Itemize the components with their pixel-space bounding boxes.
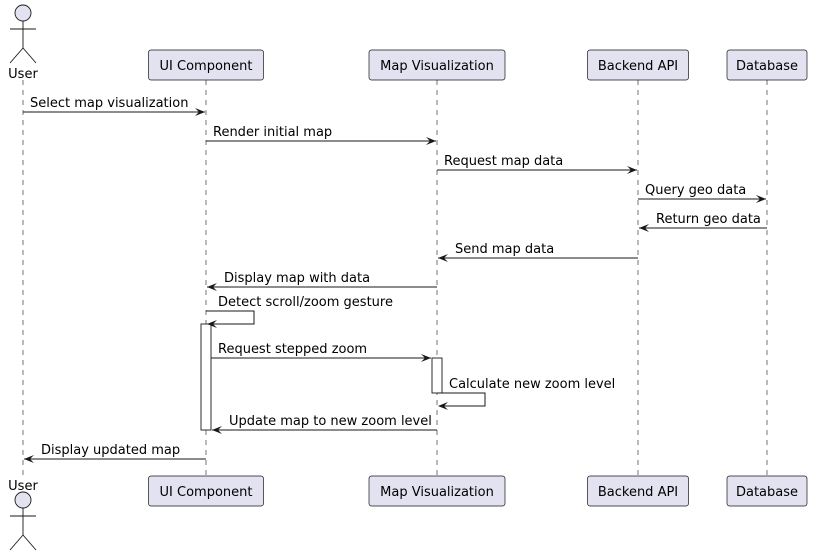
actor-top-user: User (8, 4, 38, 82)
participant-top-map: Map Visualization (368, 49, 506, 81)
message-9: Request stepped zoom (211, 342, 431, 362)
participant-box (148, 49, 264, 81)
message-label: Update map to new zoom level (229, 414, 432, 429)
message-label: Request stepped zoom (218, 342, 367, 357)
message-1: Select map visualization (23, 96, 205, 116)
message-6: Send map data (438, 242, 638, 262)
participant-top-ui: UI Component (148, 49, 264, 81)
participant-box (368, 49, 506, 81)
message-line (437, 392, 486, 407)
actor-bottom-user: User (8, 479, 38, 551)
participant-box (726, 475, 808, 507)
participant-label: Map Visualization (380, 59, 494, 74)
message-line (206, 310, 255, 325)
message-4: Query geo data (638, 183, 766, 203)
arrowhead (756, 195, 766, 203)
arrowhead (212, 426, 222, 434)
actor-head (14, 4, 32, 22)
message-5: Return geo data (639, 212, 767, 232)
participant-bottom-api: Backend API (587, 475, 689, 507)
participant-label: UI Component (160, 485, 253, 500)
participant-bottom-db: Database (726, 475, 808, 507)
participant-box (148, 475, 264, 507)
actor-label: User (8, 67, 38, 82)
participant-label: Database (736, 485, 798, 500)
message-11: Update map to new zoom level (212, 414, 437, 434)
participant-label: UI Component (160, 59, 253, 74)
arrowhead (207, 283, 217, 291)
message-label: Return geo data (656, 212, 761, 227)
message-label: Query geo data (645, 183, 746, 198)
participant-top-api: Backend API (587, 49, 689, 81)
actor-head (14, 491, 32, 509)
arrowhead (438, 254, 448, 262)
message-3: Request map data (437, 154, 637, 174)
message-label: Display updated map (41, 443, 180, 458)
actor-leg-left (9, 47, 24, 64)
participant-bottom-map: Map Visualization (368, 475, 506, 507)
arrowhead (195, 108, 205, 116)
activation-bar-map (431, 357, 443, 394)
message-label: Detect scroll/zoom gesture (218, 295, 393, 310)
message-label: Display map with data (224, 271, 370, 286)
participant-bottom-ui: UI Component (148, 475, 264, 507)
activation-bar-ui (200, 323, 212, 431)
arrowhead (438, 402, 448, 410)
arrowhead (24, 455, 34, 463)
participant-label: Backend API (598, 485, 678, 500)
participant-label: Database (736, 59, 798, 74)
message-label: Calculate new zoom level (449, 377, 615, 392)
participant-box (368, 475, 506, 507)
participant-box (587, 49, 689, 81)
participant-label: Map Visualization (380, 485, 494, 500)
message-label: Select map visualization (30, 96, 188, 111)
message-7: Display map with data (207, 271, 437, 291)
message-label: Render initial map (213, 125, 332, 140)
message-10: Calculate new zoom level (437, 377, 615, 410)
actor-leg-left (9, 534, 24, 551)
participant-top-db: Database (726, 49, 808, 81)
actor-label: User (8, 479, 38, 494)
arrowhead (426, 137, 436, 145)
arrowhead (627, 166, 637, 174)
message-label: Request map data (444, 154, 563, 169)
message-2: Render initial map (206, 125, 436, 145)
arrowhead (639, 224, 649, 232)
arrowhead (207, 320, 217, 328)
message-8: Detect scroll/zoom gesture (206, 295, 393, 328)
message-label: Send map data (455, 242, 554, 257)
actor-leg-right (22, 534, 37, 551)
actor-leg-right (22, 47, 37, 64)
message-12: Display updated map (24, 443, 206, 463)
arrowhead (421, 354, 431, 362)
participant-label: Backend API (598, 59, 678, 74)
participant-box (587, 475, 689, 507)
participant-box (726, 49, 808, 81)
